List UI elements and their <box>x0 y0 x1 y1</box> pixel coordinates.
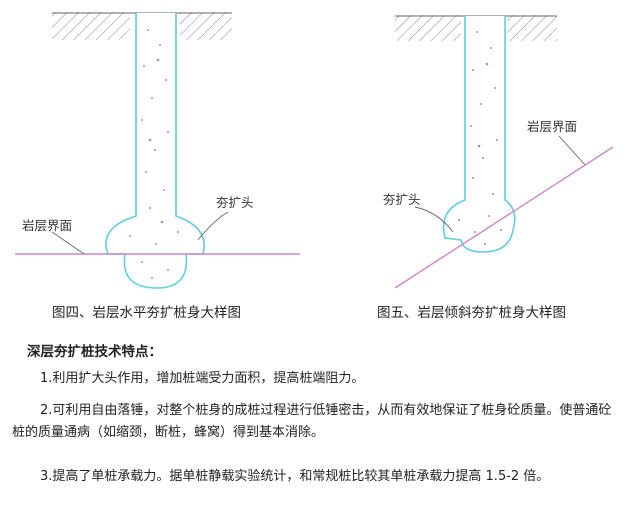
ground-hatch-right <box>180 12 232 40</box>
rock-label-leader <box>558 135 586 166</box>
ground-hatch-right <box>507 15 557 41</box>
head-label-leader <box>414 206 454 233</box>
expanded-head-label: 夯扩头 <box>383 192 421 207</box>
ground-hatch-left <box>52 12 130 40</box>
concrete-texture <box>129 29 179 279</box>
rock-interface-label: 岩层界面 <box>527 119 577 134</box>
figure-caption: 图四、岩层水平夯扩桩身大样图 <box>52 305 241 321</box>
feature-paragraph-2: 2.可利用自由落锤，对整个桩身的成桩过程进行低锤密击，从而有效地保证了桩身砼质量… <box>12 403 612 440</box>
ground-hatch-left <box>395 15 461 41</box>
figure-caption: 图五、岩层倾斜夯扩桩身大样图 <box>377 305 566 321</box>
head-label-leader <box>197 211 229 241</box>
figure-horizontal-rock: 岩层界面 夯扩头 图四、岩层水平夯扩桩身大样图 <box>0 0 313 335</box>
expanded-head-label: 夯扩头 <box>216 195 254 210</box>
section-title: 深层夯扩桩技术特点： <box>27 344 162 360</box>
figure-inclined-rock: 岩层界面 夯扩头 图五、岩层倾斜夯扩桩身大样图 <box>313 0 626 335</box>
pile-diagram-horizontal: 岩层界面 夯扩头 <box>15 12 300 289</box>
rock-interface-label: 岩层界面 <box>22 218 72 233</box>
pile-diagram-inclined: 岩层界面 夯扩头 <box>383 15 614 289</box>
pile-body <box>442 16 516 253</box>
rock-label-leader <box>51 231 85 255</box>
rock-interface-line <box>394 146 614 289</box>
feature-paragraph-3: 3.提高了单桩承载力。据单桩静载实验统计，和常规桩比较其单桩承载力提高 1.5-… <box>40 469 550 484</box>
concrete-texture <box>458 31 502 245</box>
feature-paragraph-1: 1.利用扩大头作用，增加桩端受力面积，提高桩端阻力。 <box>40 371 365 386</box>
